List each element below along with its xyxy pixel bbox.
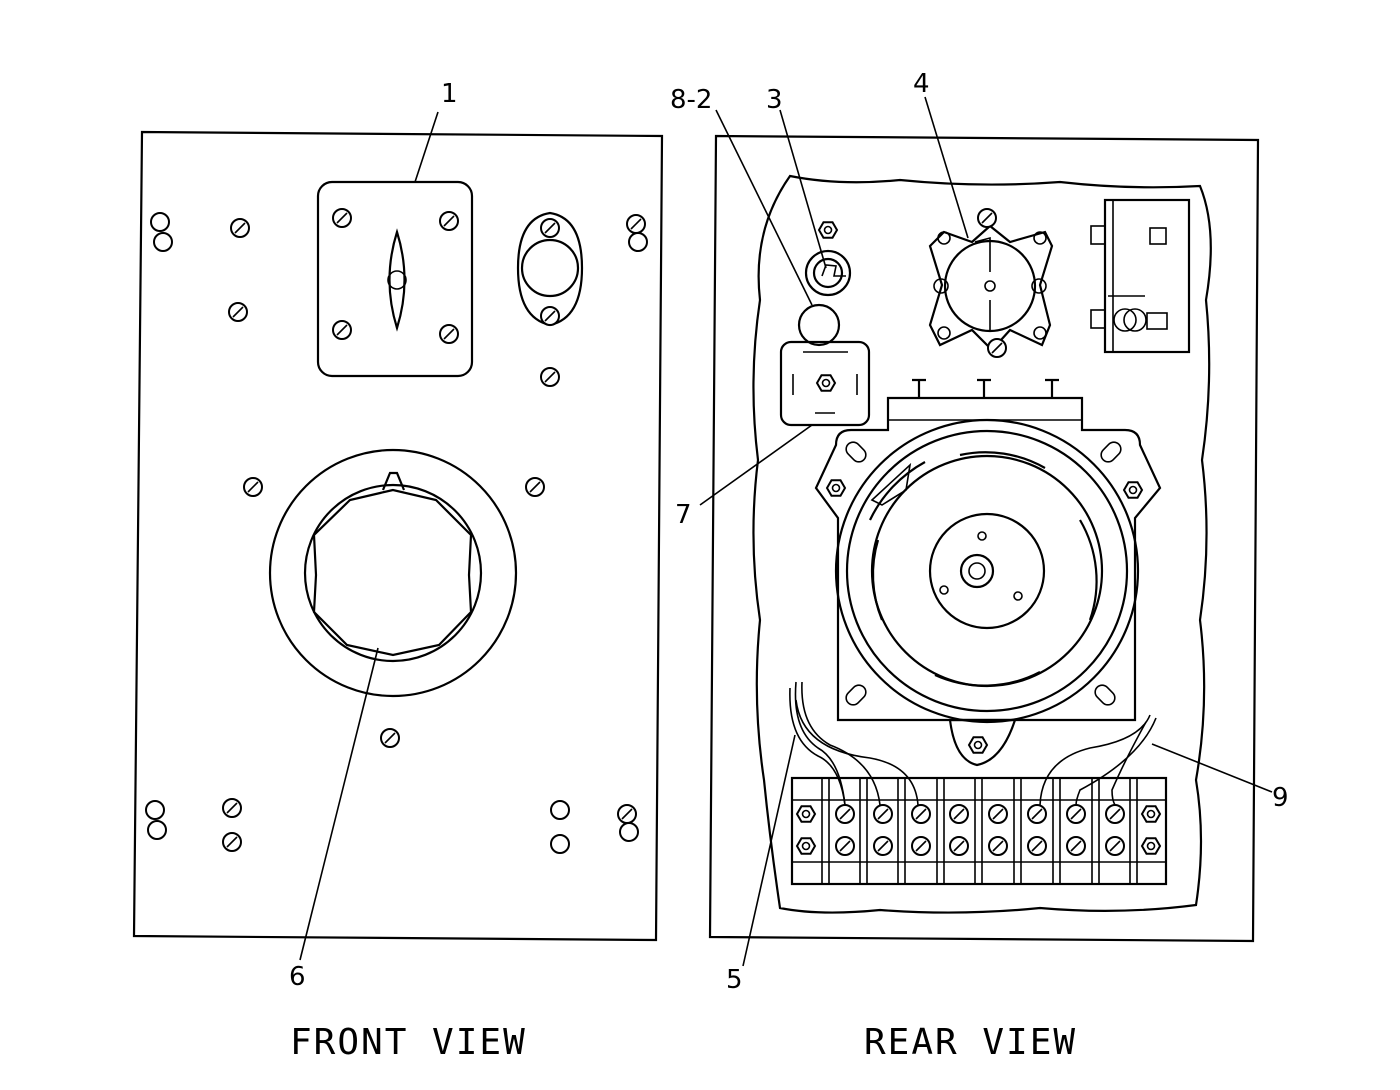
callout-7: 7 (675, 500, 692, 530)
callout-5: 5 (726, 965, 743, 995)
tube-socket (928, 208, 1054, 358)
meter-plate (316, 180, 474, 378)
callout-3: 3 (766, 85, 783, 115)
pilot-lamp-bulb (797, 303, 841, 347)
fuse-holder (804, 221, 852, 297)
wiring-harness (789, 681, 1157, 806)
control-knob (268, 448, 518, 698)
rear-panel: 8-2 3 4 7 9 5 REAR VIEW (670, 69, 1289, 1063)
front-panel: 1 6 FRONT VIEW (132, 79, 664, 1063)
pilot-lamp (516, 211, 584, 387)
front-view-caption: FRONT VIEW (290, 1022, 527, 1063)
callout-9: 9 (1272, 783, 1289, 813)
terminal-dividers (792, 778, 1166, 884)
callout-1: 1 (441, 79, 458, 109)
callout-6: 6 (289, 962, 306, 992)
variable-transformer (814, 378, 1162, 767)
lamp-bracket (779, 340, 871, 427)
terminal-posts (912, 378, 1059, 398)
relay-bracket (1090, 198, 1191, 354)
callout-4: 4 (913, 69, 930, 99)
callout-8-2: 8-2 (670, 85, 712, 115)
rear-view-caption: REAR VIEW (864, 1022, 1077, 1063)
terminal-block (790, 776, 1168, 886)
